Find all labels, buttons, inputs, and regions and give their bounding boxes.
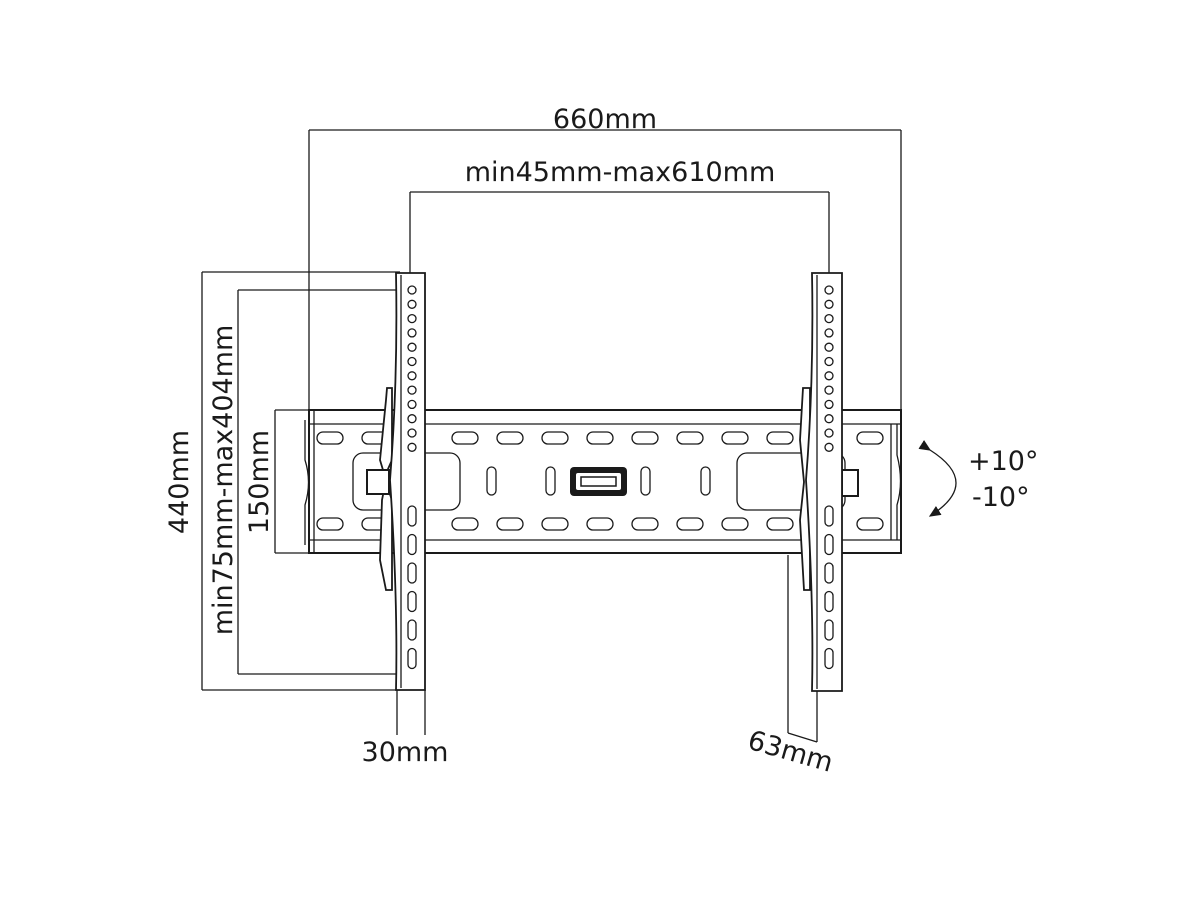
bracket-width-label: 30mm [362,737,449,768]
bracket-hole [407,356,417,367]
bracket-hole [407,442,417,452]
center-lock [570,467,627,496]
bracket-hole [824,342,834,352]
bracket-slot [824,619,834,641]
tilt-indicator: +10° -10° [918,440,1038,517]
rail-slot [721,431,749,445]
bracket-hole [824,356,834,367]
rail-slot [856,517,884,531]
bracket-slot [407,619,417,641]
dimension-rail-height: 150mm [244,409,309,554]
rail-slot [766,517,794,531]
bracket-hole [824,399,834,410]
bracket-hole [407,328,417,338]
bracket-slot [407,647,417,670]
wall-distance-label: 63mm [744,725,836,779]
bracket-hole [407,399,417,410]
rail-slot [586,431,614,445]
bracket-hole [824,285,834,295]
rail-slot [676,431,704,445]
rail-slot [496,517,524,531]
tilt-minus-label: -10° [972,482,1030,513]
right-vertical-bracket [799,272,859,692]
dimension-hole-spacing-vertical: min75mm-max404mm [208,289,410,675]
bracket-hole [407,342,417,352]
rail-slot [676,517,704,531]
rail-slot [451,517,479,531]
bracket-hole [824,442,834,452]
bracket-hole [407,428,417,438]
bracket-slot [824,590,834,613]
bracket-hole [824,328,834,338]
rail-slot [316,431,344,445]
overall-height-label: 440mm [164,430,195,534]
rail-slot [496,431,524,445]
tilt-arrow-icon [918,440,957,517]
bracket-hole [407,285,417,295]
rail-height-label: 150mm [244,430,275,534]
bracket-hole [824,428,834,438]
dimension-overall-width: 660mm [308,104,902,410]
hole-spacing-vertical-label: min75mm-max404mm [208,325,239,636]
bracket-slot [824,562,834,584]
rail-slot [631,431,659,445]
rail-slot [316,517,344,531]
rail-slot [721,517,749,531]
dimension-bracket-width: 30mm [362,690,449,768]
bracket-slot [824,533,834,556]
dimension-overall-height: 440mm [164,271,400,691]
bracket-slot [407,562,417,584]
bracket-slot [824,505,834,527]
bracket-hole [407,371,417,381]
rail-slot [586,517,614,531]
left-vertical-bracket [366,272,426,691]
bracket-slot [824,647,834,670]
rail-slot [451,431,479,445]
bracket-hole [824,414,834,424]
bracket-slot [407,590,417,613]
right-bracket-holes [824,285,834,670]
bracket-hole [407,299,417,309]
bracket-hole [824,313,834,324]
rail-slot [541,431,569,445]
rail-slots [316,431,884,531]
bracket-hole [824,371,834,381]
rail-slot [766,431,794,445]
bracket-slot [407,505,417,527]
bracket-hole [407,414,417,424]
hole-spacing-horizontal-label: min45mm-max610mm [465,157,776,188]
bracket-hole [407,313,417,324]
rail-slot [631,517,659,531]
dimension-hole-spacing-horizontal: min45mm-max610mm [409,157,830,290]
bracket-hole [824,385,834,395]
tilt-plus-label: +10° [968,446,1038,477]
rail-slot [541,517,569,531]
rail-slot [856,431,884,445]
overall-width-label: 660mm [553,104,657,135]
bracket-hole [824,299,834,309]
left-bracket-holes [407,285,417,670]
bracket-hole [407,385,417,395]
bracket-slot [407,533,417,556]
